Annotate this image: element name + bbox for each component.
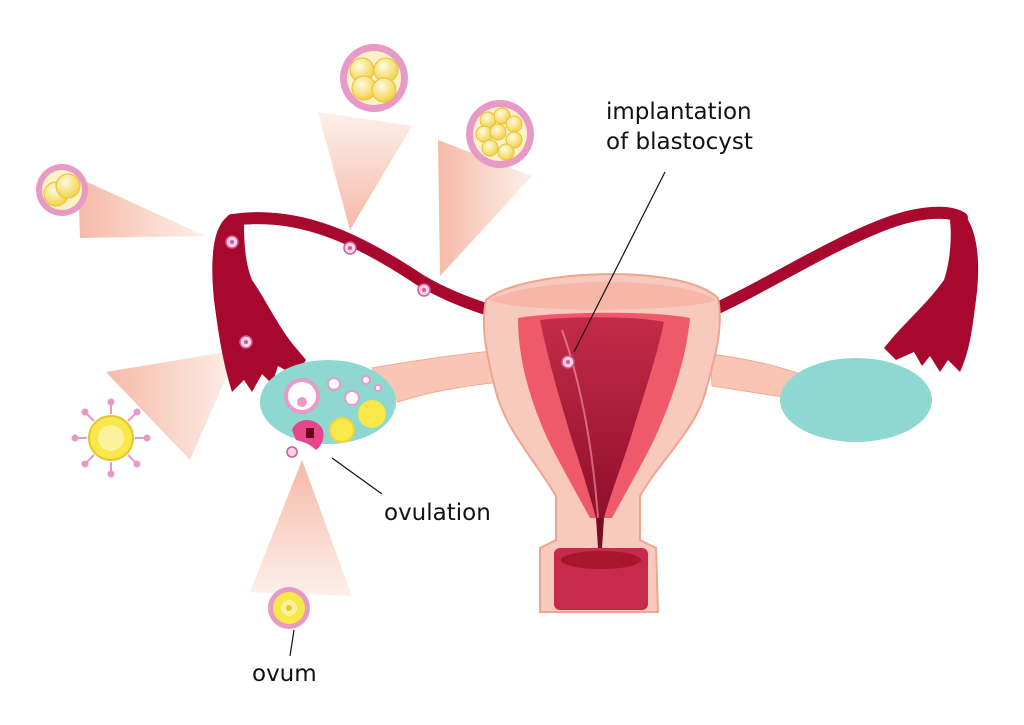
cone-left-zygote (78, 178, 206, 238)
corpus-luteum (358, 400, 386, 428)
ovary-right (780, 358, 932, 442)
leader-ovum (289, 629, 295, 657)
follicle (361, 375, 371, 385)
fallopian-tube-right (694, 206, 979, 372)
fimbriae-left (212, 214, 306, 392)
direction-cones (78, 112, 532, 596)
cone-ovum (250, 460, 352, 596)
tube-embryos (225, 235, 431, 349)
follicle (344, 390, 360, 406)
cone-2cell (318, 112, 412, 230)
label-ovulation: ovulation (384, 500, 491, 526)
cone-tube-entry (106, 350, 238, 460)
leader-implantation (573, 171, 666, 353)
ovary-left (260, 360, 396, 458)
leader-ovulation (331, 457, 383, 495)
follicle (284, 378, 320, 414)
ovum-icon (268, 587, 310, 629)
label-ovum: ovum (252, 661, 317, 687)
zygote-2cell-icon (36, 164, 88, 216)
morula-icon (466, 100, 534, 168)
follicle (327, 377, 341, 391)
corpus-albicans (329, 417, 355, 443)
label-implantation-line1: implantation (606, 99, 752, 125)
released-ovum (286, 446, 298, 458)
uterus (482, 273, 721, 613)
fertilized-egg (88, 415, 134, 461)
fertilization-egg-icon (71, 398, 151, 478)
embryo-4cell-icon (340, 44, 408, 112)
fimbriae-right (884, 212, 979, 372)
label-implantation-line2: of blastocyst (606, 129, 753, 155)
cone-morula (438, 140, 532, 276)
follicle (374, 384, 382, 392)
